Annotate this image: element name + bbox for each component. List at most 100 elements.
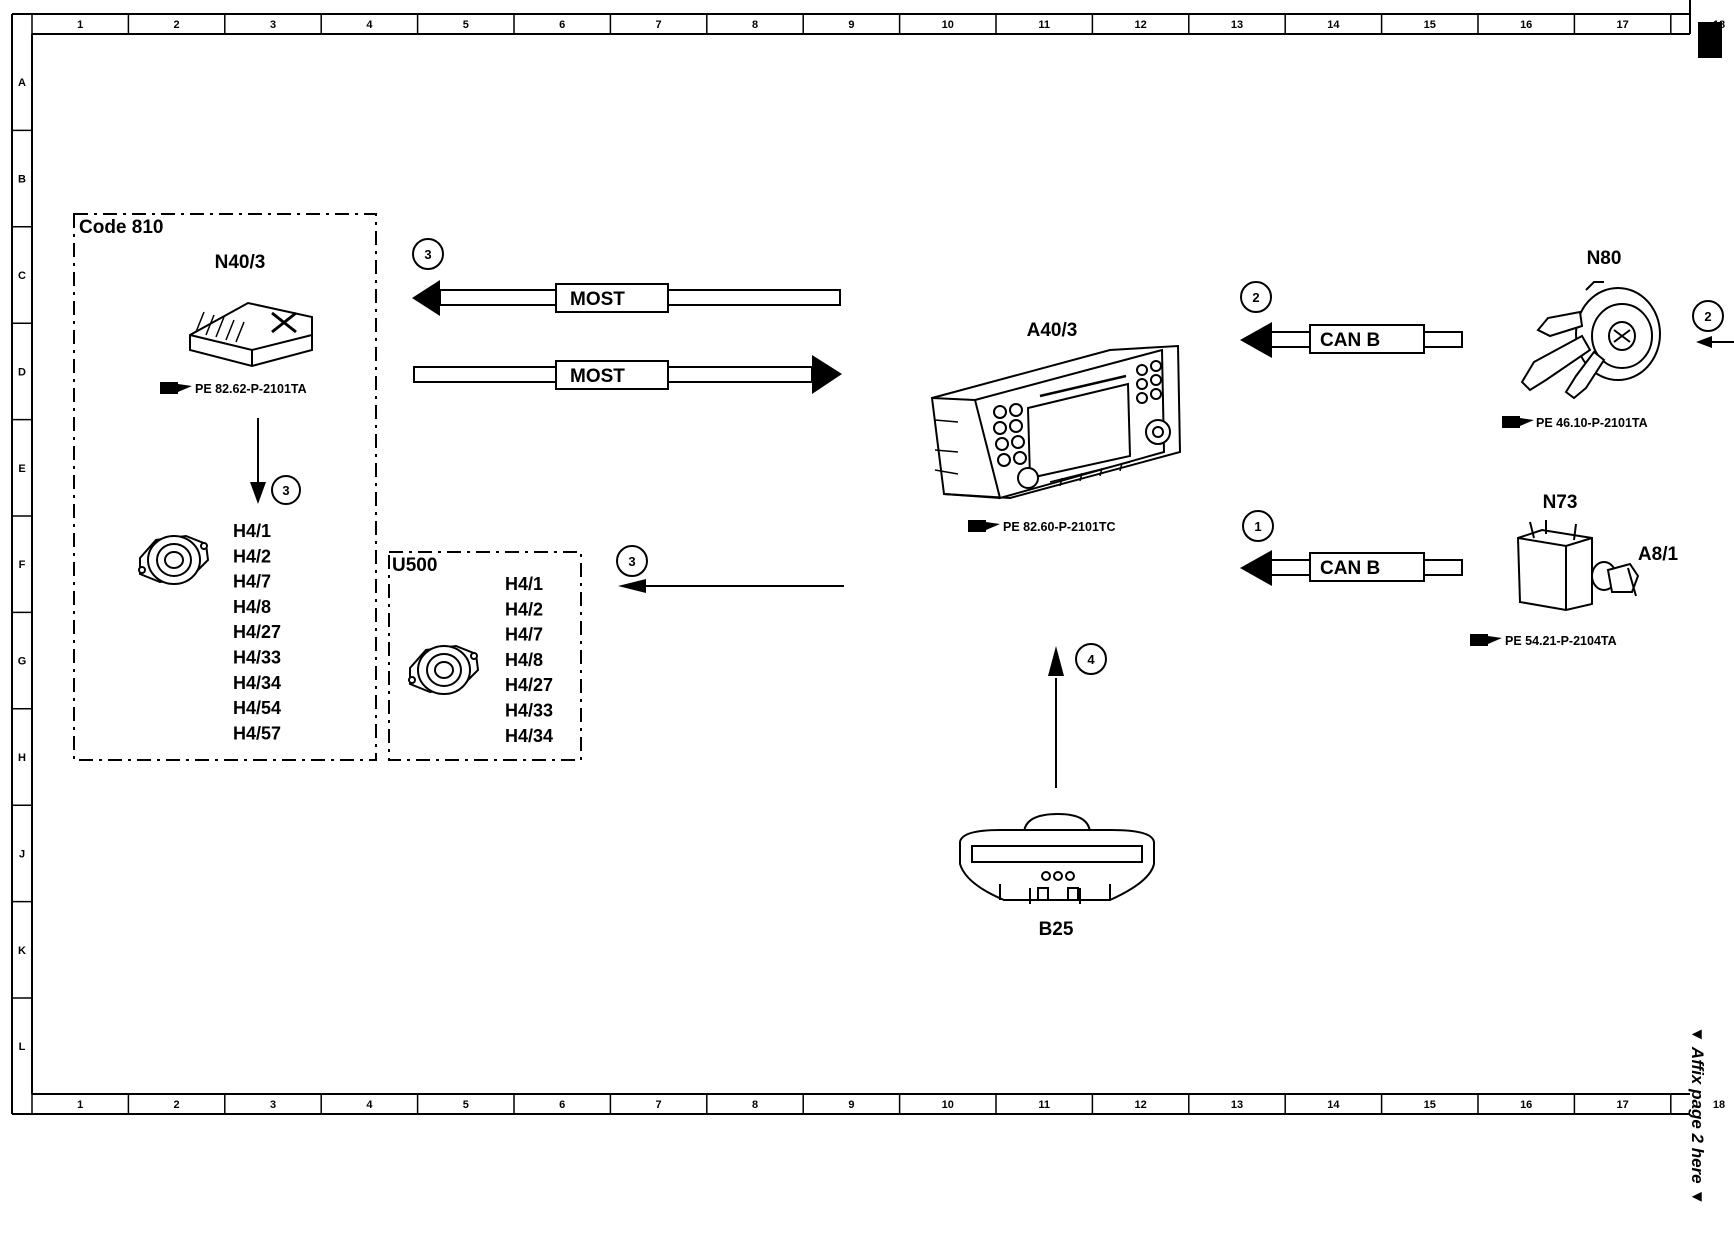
speaker-label: H4/1 — [233, 521, 271, 541]
rear-view-mirror-icon — [959, 812, 1155, 904]
edge-ref-arrowhead — [1696, 336, 1712, 348]
b25-label: B25 — [1039, 919, 1074, 940]
speaker-label: H4/33 — [233, 648, 281, 668]
code-810-box — [73, 213, 377, 761]
grid-col-label: 7 — [656, 19, 662, 31]
grid-col-label: 16 — [1520, 1099, 1532, 1111]
most-bus-out: MOST — [412, 280, 841, 316]
speaker-label: H4/8 — [505, 650, 543, 670]
grid-col-label: 15 — [1424, 19, 1436, 31]
grid-column-ticks: 1122334455667788991010111112121313141415… — [31, 14, 1725, 1114]
grid-row-label: G — [18, 656, 27, 668]
grid-col-label: 10 — [942, 1099, 954, 1111]
grid-col-label: 2 — [174, 19, 180, 31]
a40-3-label: A40/3 — [1027, 320, 1078, 341]
n73-label: N73 — [1543, 492, 1578, 513]
grid-col-label: 11 — [1038, 19, 1050, 31]
grid-col-label: 12 — [1134, 19, 1146, 31]
sheet-frame — [11, 0, 1722, 1115]
speaker-label: H4/33 — [505, 701, 553, 721]
grid-row-label: F — [19, 559, 26, 571]
grid-col-label: 3 — [270, 19, 276, 31]
speaker-label: H4/2 — [505, 599, 543, 619]
speaker-label: H4/8 — [233, 597, 271, 617]
grid-col-label: 6 — [559, 1099, 565, 1111]
amplifier-icon — [189, 301, 313, 368]
speaker-label: H4/27 — [505, 675, 553, 695]
signal-3-marker — [412, 238, 444, 270]
n40-to-speakers-arrowhead — [250, 482, 266, 504]
a40-3-ref: PE 82.60-P-2101TC — [1003, 520, 1116, 534]
signal-2-number: 2 — [1252, 290, 1259, 305]
grid-col-label: 4 — [366, 1099, 373, 1111]
signal-2-number: 2 — [1704, 309, 1711, 324]
grid-col-label: 10 — [942, 19, 954, 31]
grid-row-label: L — [19, 1041, 26, 1053]
signal-3-number: 3 — [628, 554, 635, 569]
speaker-label: H4/34 — [233, 673, 281, 693]
speaker-label: H4/2 — [233, 546, 271, 566]
signal-2-marker — [1692, 300, 1724, 332]
grid-col-label: 13 — [1231, 1099, 1243, 1111]
most-bottom-label: MOST — [570, 366, 625, 387]
speaker-label: H4/27 — [233, 622, 281, 642]
speaker-icon — [138, 534, 210, 585]
a8-1-label: A8/1 — [1638, 544, 1679, 565]
grid-col-label: 18 — [1713, 1099, 1725, 1111]
n40-3-label: N40/3 — [215, 252, 266, 273]
grid-row-label: A — [18, 77, 26, 89]
grid-row-label: B — [18, 174, 26, 186]
grid-col-label: 12 — [1134, 1099, 1146, 1111]
ref-doc-icon — [1502, 416, 1534, 428]
n80-label: N80 — [1587, 248, 1622, 269]
code-box-title: Code 810 — [79, 217, 163, 238]
grid-row-label: E — [18, 463, 25, 475]
speaker-label: H4/7 — [233, 572, 271, 592]
signal-3-marker — [616, 545, 648, 577]
grid-col-label: 17 — [1616, 1099, 1628, 1111]
grid-col-label: 8 — [752, 19, 758, 31]
grid-col-label: 7 — [656, 1099, 662, 1111]
speaker-label: H4/34 — [505, 726, 553, 746]
n80-ref: PE 46.10-P-2101TA — [1536, 416, 1648, 430]
u500-box — [388, 551, 582, 761]
n40-3-ref: PE 82.62-P-2101TA — [195, 382, 307, 396]
ref-doc-icon — [160, 382, 192, 394]
grid-col-label: 18 — [1713, 19, 1725, 31]
can-top-label: CAN B — [1320, 330, 1380, 351]
speaker-label: H4/7 — [505, 625, 543, 645]
speaker-icon — [408, 644, 480, 695]
signal-2-marker — [1240, 281, 1272, 313]
signal-4-marker — [1075, 643, 1107, 675]
grid-col-label: 14 — [1327, 1099, 1340, 1111]
grid-col-label: 15 — [1424, 1099, 1436, 1111]
head-unit-icon — [930, 344, 1182, 500]
grid-col-label: 4 — [366, 19, 373, 31]
grid-col-label: 2 — [174, 1099, 180, 1111]
grid-col-label: 11 — [1038, 1099, 1050, 1111]
grid-col-label: 13 — [1231, 19, 1243, 31]
grid-col-label: 9 — [848, 1099, 854, 1111]
grid-row-label: J — [19, 848, 25, 860]
signal-3-number: 3 — [282, 483, 289, 498]
grid-row-label: D — [18, 366, 26, 378]
ref-doc-icon — [968, 520, 1000, 532]
grid-row-label: H — [18, 752, 26, 764]
speaker-label: H4/57 — [233, 723, 281, 743]
grid-col-label: 5 — [463, 19, 469, 31]
can-bottom-label: CAN B — [1320, 558, 1380, 579]
signal-3-number: 3 — [424, 247, 431, 262]
most-top-label: MOST — [570, 289, 625, 310]
grid-col-label: 5 — [463, 1099, 469, 1111]
speaker-label: H4/54 — [233, 698, 281, 718]
ignition-switch-icon — [1516, 520, 1640, 612]
u500-title: U500 — [392, 555, 437, 576]
signal-4-number: 4 — [1087, 652, 1095, 667]
grid-col-label: 17 — [1616, 19, 1628, 31]
signal-1-number: 1 — [1254, 519, 1261, 534]
grid-col-label: 8 — [752, 1099, 758, 1111]
ref-doc-icon — [1470, 634, 1502, 646]
can-bus-n73: CAN B — [1240, 550, 1463, 586]
